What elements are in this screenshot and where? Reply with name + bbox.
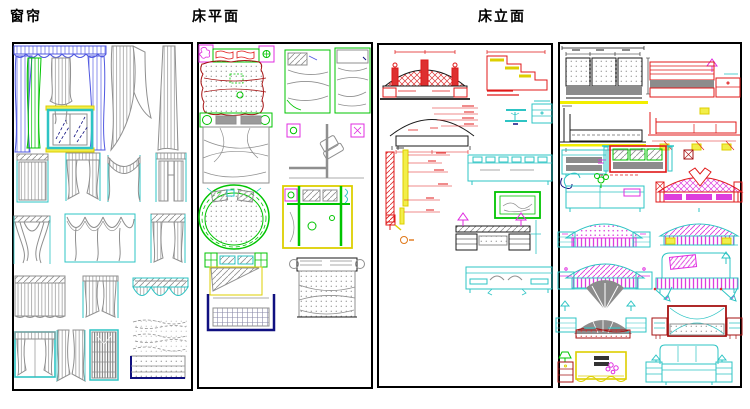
round-bed-plan[interactable]: [198, 184, 270, 250]
crossed-swag-curtain[interactable]: [13, 215, 51, 264]
bed-elevation-lamp-nightstands[interactable]: [455, 212, 541, 254]
red-frame-bed-elevation[interactable]: [651, 305, 743, 339]
striped-curtain[interactable]: [16, 153, 49, 203]
scallop-awning-valance[interactable]: [132, 277, 189, 296]
tied-curtain-pair[interactable]: [56, 329, 86, 383]
stool-elevation-cyan[interactable]: [505, 109, 527, 125]
arch-bed-magenta-hatch-tags[interactable]: [658, 208, 740, 246]
section-title-curtains: 窗帘: [10, 8, 42, 24]
hatch-arrow-marker[interactable]: [385, 214, 402, 231]
bedroom-corner-plan[interactable]: [286, 123, 365, 179]
daybed-side-view-cyan[interactable]: [560, 172, 645, 212]
gray-drape-pair[interactable]: [110, 45, 179, 152]
detail-marker-symbol[interactable]: [400, 236, 415, 244]
narrow-panel-curtain[interactable]: [155, 152, 187, 202]
fabric-swatch-lines[interactable]: [132, 319, 187, 352]
ruffle-top-curtain-pair[interactable]: [65, 152, 101, 201]
bed-side-elevation-black[interactable]: [560, 105, 646, 152]
arch-headboard-magenta-diamond[interactable]: [655, 167, 744, 203]
artwork-frame-green[interactable]: [494, 191, 541, 219]
bed-plan-green-small[interactable]: [334, 47, 371, 114]
window-with-curtain[interactable]: [45, 105, 95, 153]
sideboard-elevation-cyan[interactable]: [467, 154, 553, 185]
bed-side-elevation-red[interactable]: [648, 107, 740, 151]
double-bed-plan-red[interactable]: [198, 44, 275, 116]
wall-panel-section-detail[interactable]: [385, 146, 452, 230]
bed-elevation-red-slats[interactable]: [649, 58, 741, 98]
header-tape-curtain[interactable]: [150, 213, 186, 263]
arch-bed-magenta-dotted[interactable]: [557, 223, 651, 248]
dresser-elevation-cyan[interactable]: [561, 149, 607, 177]
arch-headboard-dimension-drawing[interactable]: [389, 105, 478, 154]
panel-headboard-bed-cyan[interactable]: [645, 344, 733, 385]
bed-plan-headboard-knobs[interactable]: [199, 112, 273, 184]
gray-arch-bed-elevation[interactable]: [555, 300, 647, 339]
bed-plan-green-hatch-pillow[interactable]: [284, 49, 331, 114]
arch-headboard-elevation-hatched[interactable]: [380, 50, 470, 100]
section-title-bed-plans: 床平面: [192, 8, 240, 24]
triple-swag-valance-curtain[interactable]: [64, 213, 136, 263]
dimensioned-headboard-elevation[interactable]: [560, 46, 650, 104]
window-curtain-unit[interactable]: [14, 331, 56, 378]
section-title-bed-elevations: 床立面: [478, 8, 526, 24]
gray-bed-plan[interactable]: [289, 257, 365, 318]
stepped-cabinet-detail-red[interactable]: [486, 50, 548, 96]
folded-linen-bed-plan[interactable]: [204, 252, 276, 332]
fan-decor[interactable]: [586, 280, 624, 311]
pleated-wide-curtain[interactable]: [14, 275, 66, 318]
wall-sconce-pair[interactable]: [653, 286, 739, 302]
nightstand-elevation-cyan[interactable]: [531, 100, 553, 124]
center-split-curtain[interactable]: [82, 275, 119, 318]
roman-shade-dark[interactable]: [89, 329, 119, 381]
bed-elevation-cyan-outline[interactable]: [465, 266, 553, 296]
mirror-headboard-elevation[interactable]: [598, 145, 694, 176]
platform-bed-plan-yellow[interactable]: [282, 185, 353, 249]
dotted-panel-box[interactable]: [130, 355, 186, 379]
swag-curtain[interactable]: [107, 155, 141, 202]
bed-rounded-headboard-magenta-cushion[interactable]: [655, 251, 739, 293]
yellow-bed-elevation[interactable]: [557, 351, 627, 383]
